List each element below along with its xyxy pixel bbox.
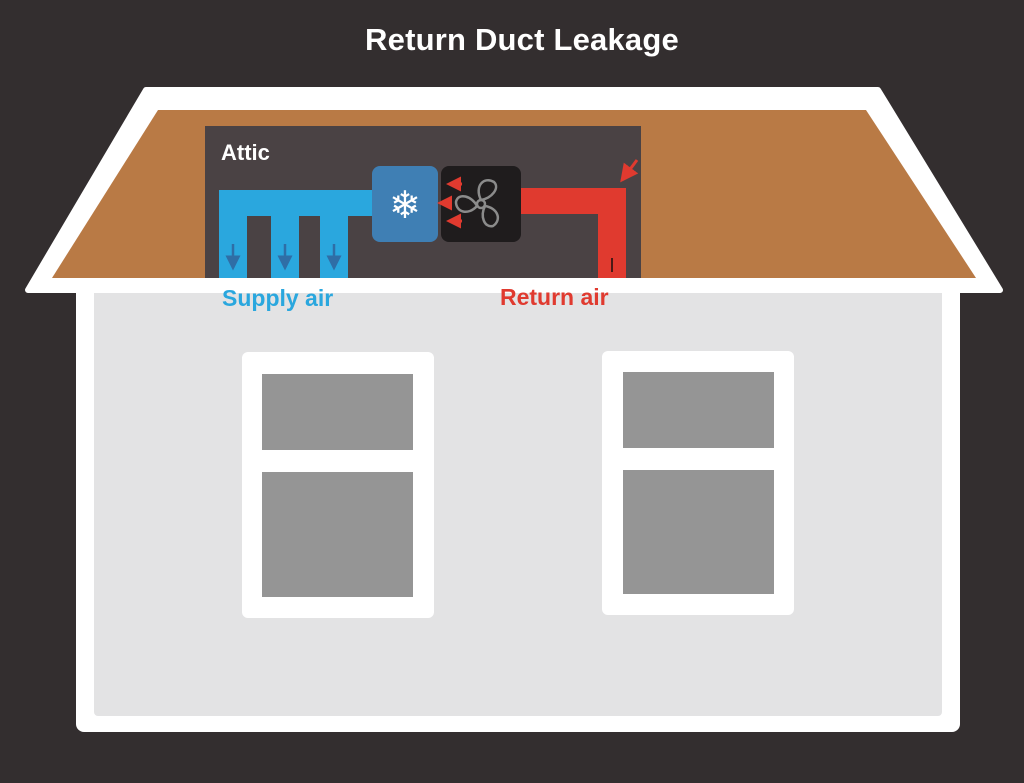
return-air-label: Return air — [500, 284, 609, 310]
leak-arrow — [620, 159, 639, 183]
house-wall — [76, 272, 960, 732]
attic-label: Attic — [221, 140, 270, 165]
window-left-lower-pane — [262, 472, 413, 597]
window-left-upper-pane — [262, 374, 413, 450]
window-right-lower-pane — [623, 470, 774, 594]
return-duct — [520, 188, 626, 278]
window-right — [602, 351, 794, 615]
fan-inflow-arrows — [437, 176, 462, 229]
snowflake-icon: ❄ — [389, 183, 421, 227]
diagram-title: Return Duct Leakage — [365, 22, 679, 57]
window-right-upper-pane — [623, 372, 774, 448]
supply-flow-arrows — [225, 244, 342, 271]
fan-icon — [454, 179, 500, 228]
air-handler-fan — [437, 166, 521, 242]
supply-air-label: Supply air — [222, 285, 333, 311]
cooling-coil-unit: ❄ — [372, 166, 438, 242]
window-left — [242, 352, 434, 618]
